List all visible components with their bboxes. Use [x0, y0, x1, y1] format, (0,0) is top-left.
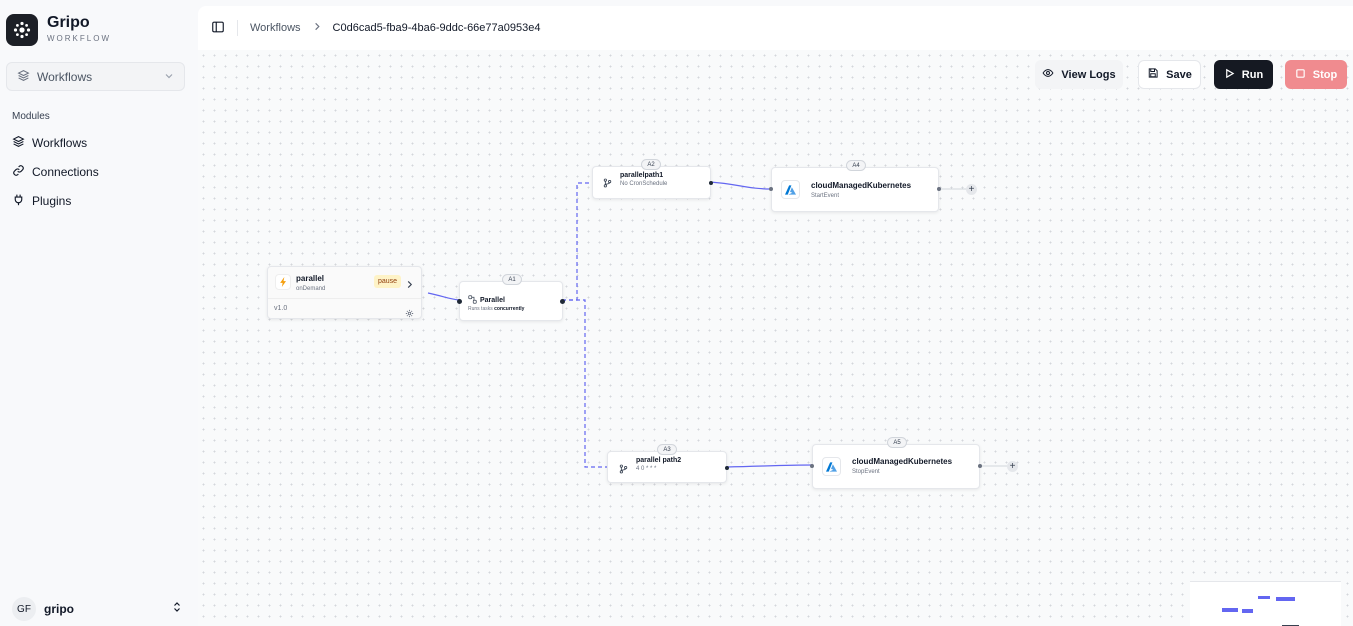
output-port[interactable]: [725, 466, 729, 470]
link-icon: [12, 164, 25, 180]
avatar: GF: [12, 597, 36, 621]
minimap-node: [1242, 609, 1253, 613]
sidebar-item-label: Connections: [32, 165, 99, 179]
a2-title: parallelpath1: [620, 172, 664, 179]
status-badge: pause: [374, 275, 402, 288]
sidebar-item-label: Workflows: [32, 136, 88, 150]
divider: [237, 20, 238, 36]
azure-icon: [822, 457, 841, 476]
output-port[interactable]: [937, 187, 941, 191]
sidebar-item-workflows[interactable]: Workflows: [12, 135, 87, 151]
a4-title: cloudManagedKubernetes: [811, 181, 912, 190]
branch-icon: [619, 461, 628, 479]
a1-sub-prefix: Runs tasks: [468, 306, 493, 312]
node-badge: A5: [887, 437, 907, 448]
edge-a1-a2: [562, 182, 594, 301]
modules-title: Modules: [12, 111, 50, 122]
a5-subtitle: StopEvent: [852, 469, 880, 475]
chevron-right-icon[interactable]: [406, 276, 413, 294]
gripo-logo-icon: [6, 14, 38, 46]
a1-title: Parallel: [480, 296, 505, 304]
sidebar-item-connections[interactable]: Connections: [12, 164, 99, 180]
minimap-node: [1222, 608, 1238, 612]
chevron-down-icon: [164, 70, 174, 84]
azure-icon: [781, 180, 800, 199]
a1-sub-bold: concurrently: [494, 306, 525, 312]
stop-button[interactable]: Stop: [1285, 60, 1347, 89]
trigger-node[interactable]: parallel onDemand pause v1.0: [267, 266, 422, 319]
breadcrumb-current: C0d6cad5-fba9-4ba6-9ddc-66e77a0953e4: [332, 22, 541, 34]
a3-subtitle: 4 0 * * *: [636, 466, 657, 472]
output-port[interactable]: [709, 181, 713, 185]
stop-label: Stop: [1312, 68, 1338, 81]
trigger-title: parallel: [296, 274, 325, 283]
node-a3[interactable]: A3 parallel path2 4 0 * * *: [607, 444, 729, 483]
run-button[interactable]: Run: [1214, 60, 1273, 89]
output-port[interactable]: [978, 464, 982, 468]
a2-subtitle: No CronSchedule: [620, 181, 668, 187]
output-port[interactable]: [560, 299, 565, 304]
view-logs-button[interactable]: View Logs: [1035, 60, 1123, 89]
topbar: Workflows C0d6cad5-fba9-4ba6-9ddc-66e77a…: [198, 6, 1353, 50]
edge-trigger-a1: [427, 292, 460, 301]
edge-a2-a4: [709, 181, 772, 190]
stop-icon: [1295, 68, 1306, 82]
node-badge: A1: [502, 274, 522, 285]
minimap-node: [1276, 597, 1295, 601]
node-a1[interactable]: A1 Parallel Runs tasks concurrently: [457, 274, 565, 321]
workflow-canvas[interactable]: [198, 50, 1353, 626]
user-menu[interactable]: GF gripo: [12, 597, 182, 621]
workflow-edges: [427, 181, 1008, 468]
eye-icon: [1042, 67, 1054, 82]
trigger-subtitle: onDemand: [296, 286, 326, 292]
plug-icon: [12, 193, 25, 209]
play-icon: [1224, 68, 1235, 82]
brand-name: Gripo: [47, 14, 90, 31]
view-logs-label: View Logs: [1061, 68, 1116, 81]
edge-a3-a5: [726, 464, 814, 468]
workspace-select[interactable]: Workflows: [6, 62, 185, 91]
divider: [268, 298, 421, 299]
node-a4[interactable]: A4 cloudManagedKubernetes StartEvent: [769, 160, 941, 212]
save-label: Save: [1166, 68, 1192, 81]
add-step-button[interactable]: +: [1007, 461, 1018, 472]
trigger-version: v1.0: [274, 305, 288, 312]
input-port[interactable]: [810, 464, 814, 468]
breadcrumb-workflows[interactable]: Workflows: [250, 22, 301, 34]
save-button[interactable]: Save: [1138, 60, 1201, 89]
parallel-icon: [468, 291, 477, 309]
a3-title: parallel path2: [636, 457, 682, 464]
node-badge: A3: [657, 444, 677, 455]
brand[interactable]: Gripo WORKFLOW: [6, 14, 111, 46]
chevron-right-icon: [313, 22, 321, 34]
branch-icon: [603, 175, 612, 193]
lightning-icon: [275, 274, 291, 290]
layers-icon: [17, 69, 30, 85]
settings-icon[interactable]: [405, 305, 414, 323]
chevron-up-down-icon: [172, 600, 182, 618]
node-badge: A4: [846, 160, 866, 171]
node-a5[interactable]: A5 cloudManagedKubernetes StopEvent: [810, 437, 982, 489]
brand-subtitle: WORKFLOW: [47, 34, 111, 43]
save-icon: [1147, 67, 1159, 82]
a5-title: cloudManagedKubernetes: [852, 457, 953, 466]
a4-subtitle: StartEvent: [811, 193, 840, 199]
run-label: Run: [1241, 68, 1264, 81]
sidebar: Gripo WORKFLOW Workflows Modules Workflo…: [0, 0, 198, 626]
node-badge: A2: [641, 159, 661, 170]
input-port[interactable]: [457, 299, 462, 304]
node-a2[interactable]: A2 parallelpath1 No CronSchedule: [592, 159, 713, 199]
minimap-node: [1258, 596, 1270, 599]
sidebar-item-plugins[interactable]: Plugins: [12, 193, 71, 209]
main-panel: Workflows C0d6cad5-fba9-4ba6-9ddc-66e77a…: [198, 6, 1353, 626]
user-name: gripo: [44, 602, 74, 616]
edge-a1-a3: [562, 299, 609, 468]
sidebar-item-label: Plugins: [32, 194, 72, 208]
workspace-select-value: Workflows: [37, 69, 93, 84]
input-port[interactable]: [769, 187, 773, 191]
layers-icon: [12, 135, 25, 151]
add-step-button[interactable]: +: [966, 184, 977, 195]
sidebar-toggle-icon[interactable]: [211, 20, 225, 37]
minimap[interactable]: [1190, 581, 1341, 626]
